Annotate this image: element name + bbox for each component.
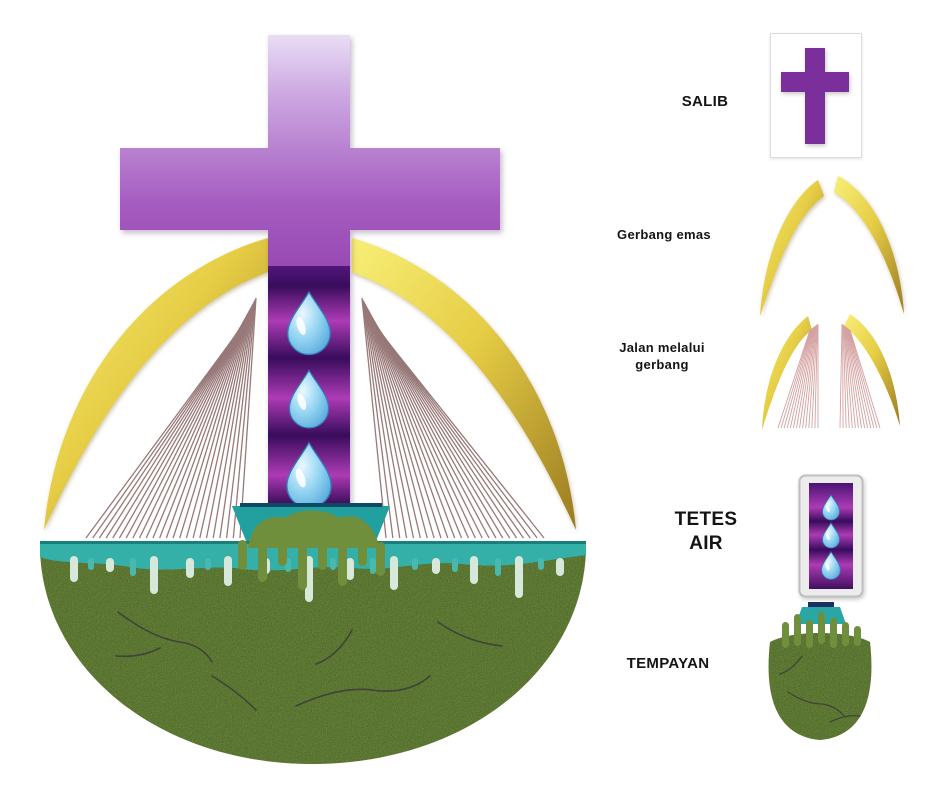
legend-label-tetes-air: TETES AIR (674, 509, 738, 554)
water-drop-2 (288, 369, 330, 429)
pedestal-top-line (240, 503, 382, 507)
path-fan-left-icon (777, 324, 819, 429)
thumb-tetes-air (798, 474, 864, 598)
path-fan-left (85, 297, 257, 539)
water-drop-1 (287, 291, 331, 356)
cross-icon (781, 48, 849, 144)
teal-band (40, 543, 586, 571)
gate-arc-left-icon (760, 180, 824, 316)
thumb-tempayan (768, 602, 872, 740)
main-figure (40, 35, 586, 764)
golden-gate-right (352, 238, 576, 530)
path-fan-right-icon (839, 323, 881, 429)
legend-label-salib: SALIB (681, 93, 729, 110)
water-drop-icon-1 (822, 494, 840, 521)
gate-arc-right-icon (834, 176, 904, 314)
gate-arc-left-thin-icon (762, 316, 812, 430)
legend-label-tempayan: TEMPAYAN (626, 655, 710, 672)
golden-gate-left (44, 238, 268, 530)
water-drop-icon-2 (822, 522, 840, 549)
water-drop-3 (286, 442, 332, 509)
legend-label-jalan-melalui-gerbang: Jalan melalui gerbang (619, 340, 705, 372)
band-drips-teal (88, 558, 544, 576)
legend-label-gerbang-emas: Gerbang emas (617, 227, 711, 242)
jar-icon-texture (768, 633, 872, 740)
thumb-salib-box (770, 33, 862, 158)
crack-lines (115, 611, 503, 711)
golden-gate-arcs (44, 238, 576, 530)
jar-mound-texture (40, 548, 586, 764)
path-fan-right (361, 297, 545, 539)
water-drop-icon-3 (821, 551, 841, 580)
thumb-jalan-melalui-gerbang (762, 314, 900, 430)
jar-top-spikes (782, 612, 861, 648)
pedestal-top-line-icon (808, 602, 834, 607)
slime-drips (238, 540, 385, 590)
thumb-salib-cross (781, 48, 849, 144)
thumb-gerbang-emas (760, 176, 904, 316)
gate-arc-right-thin-icon (844, 314, 900, 426)
slime-cap (248, 510, 380, 548)
jar-crack-lines (779, 655, 861, 723)
